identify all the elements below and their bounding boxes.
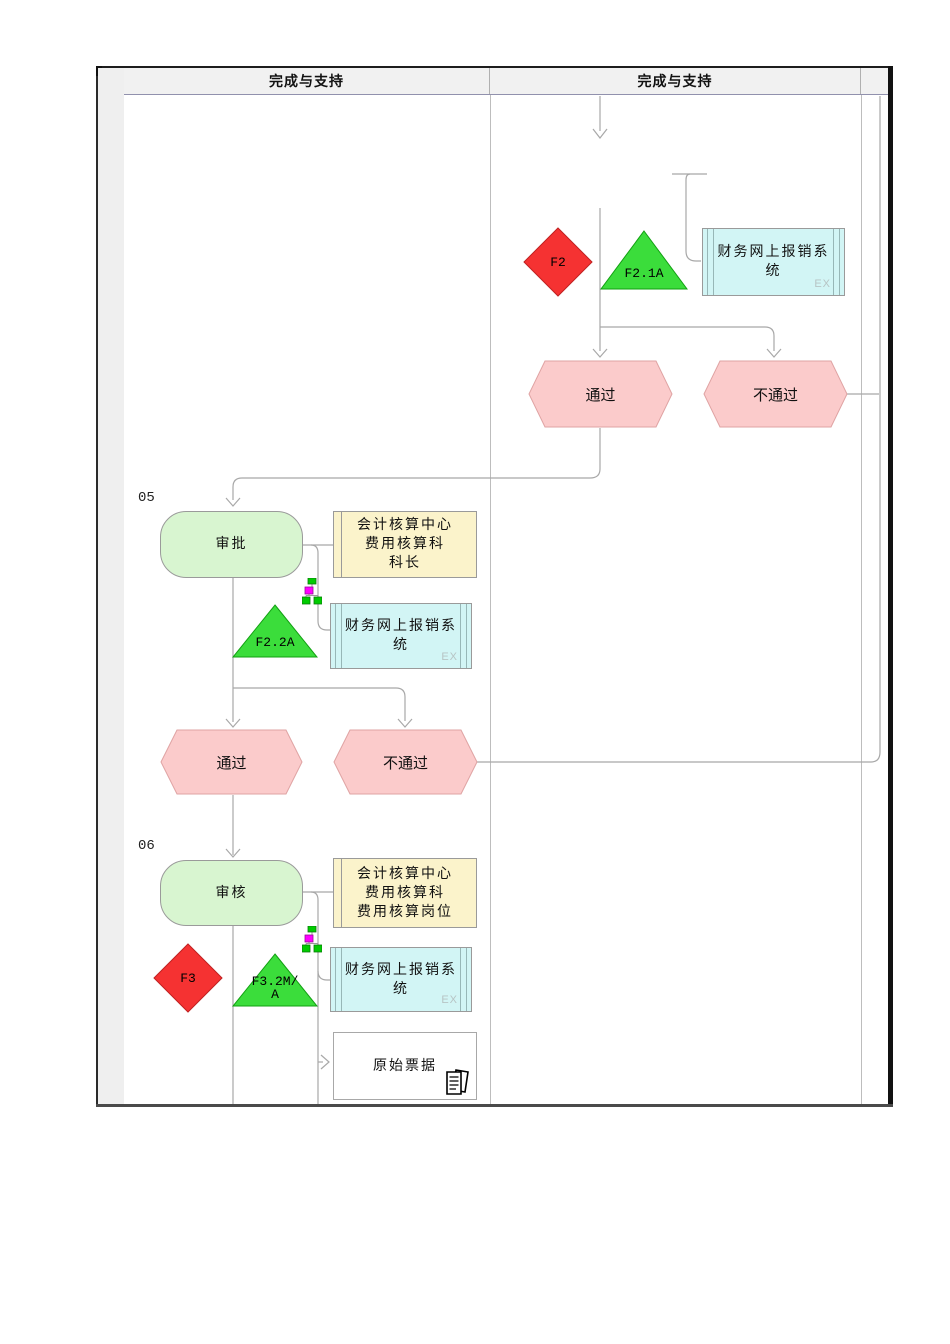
role-box-06[interactable]: 会计核算中心 费用核算科 费用核算岗位: [333, 858, 477, 928]
function-approve-05[interactable]: 审批: [160, 511, 303, 578]
system-box-2[interactable]: 财务网上报销系统 EX: [330, 603, 472, 669]
role-left-bar: [341, 859, 342, 927]
system-label: 财务网上报销系统: [345, 962, 457, 997]
lane-divider-2: [861, 95, 862, 1104]
hexagon-icon: [703, 360, 848, 428]
system-right-bar: [466, 948, 467, 1011]
control-label: F2.2A: [255, 634, 295, 650]
system-right-bar: [460, 948, 461, 1011]
role-label: 会计核算中心 费用核算科 科长: [357, 518, 453, 571]
event-fail-2[interactable]: 不通过: [333, 729, 478, 795]
step-number-06: 06: [138, 838, 155, 854]
role-label: 会计核算中心 费用核算科 费用核算岗位: [357, 866, 453, 920]
org-chart-icon: [302, 578, 322, 605]
control-label: F3.2M/A: [251, 974, 299, 1002]
control-label: F2.1A: [624, 265, 664, 281]
system-box-3[interactable]: 财务网上报销系统 EX: [330, 947, 472, 1012]
document-box[interactable]: 原始票据: [333, 1032, 477, 1100]
step-number-05: 05: [138, 490, 155, 506]
risk-diamond-f2[interactable]: F2: [523, 227, 593, 297]
system-right-bar: [833, 229, 834, 295]
control-triangle-f2-2a[interactable]: F2.2A: [232, 604, 318, 658]
diamond-icon: [523, 227, 593, 297]
ex-badge: EX: [441, 651, 458, 663]
hexagon-icon: [160, 729, 303, 795]
system-right-bar: [466, 604, 467, 668]
system-left-bar: [707, 229, 708, 295]
event-pass-2[interactable]: 通过: [160, 729, 303, 795]
org-chart-icon: [302, 926, 322, 953]
frame-bottom-border: [96, 1104, 893, 1107]
function-label: 审批: [215, 537, 248, 552]
event-fail-1[interactable]: 不通过: [703, 360, 848, 428]
ex-badge: EX: [814, 278, 831, 290]
function-review-06[interactable]: 审核: [160, 860, 303, 926]
lane-header-band: 完成与支持 完成与支持: [124, 68, 888, 95]
event-label: 不通过: [752, 387, 798, 404]
triangle-icon: [232, 953, 318, 1007]
lane-header-1: 完成与支持: [124, 68, 490, 94]
left-margin-lane: [98, 68, 124, 1104]
system-label: 财务网上报销系统: [717, 245, 830, 279]
system-right-bar: [839, 229, 840, 295]
event-pass-1[interactable]: 通过: [528, 360, 673, 428]
frame-right-border: [888, 66, 893, 1107]
frame-left-border: [96, 66, 98, 1107]
system-right-bar: [460, 604, 461, 668]
control-triangle-f3-2ma[interactable]: F3.2M/A: [232, 953, 318, 1007]
system-left-bar: [713, 229, 714, 295]
risk-label: F2: [550, 254, 566, 270]
frame-top-border: [96, 66, 893, 68]
function-label: 审核: [215, 885, 248, 901]
ex-badge: EX: [441, 994, 458, 1006]
lane-divider-1: [490, 95, 491, 1104]
role-left-bar: [341, 512, 342, 577]
risk-diamond-f3[interactable]: F3: [153, 943, 223, 1013]
document-label: 原始票据: [373, 1058, 437, 1074]
system-left-bar: [335, 948, 336, 1011]
system-left-bar: [335, 604, 336, 668]
control-triangle-f2-1a[interactable]: F2.1A: [600, 230, 688, 290]
system-label: 财务网上报销系统: [345, 619, 457, 653]
hexagon-icon: [528, 360, 673, 428]
triangle-icon: [232, 604, 318, 658]
system-box-1[interactable]: 财务网上报销系统 EX: [702, 228, 845, 296]
event-label: 通过: [585, 387, 616, 404]
event-label: 不通过: [382, 755, 428, 772]
system-left-bar: [341, 604, 342, 668]
document-icon: [446, 1069, 469, 1095]
lane-header-2: 完成与支持: [490, 68, 861, 94]
diamond-icon: [153, 943, 223, 1013]
event-label: 通过: [216, 755, 247, 772]
risk-label: F3: [180, 970, 196, 986]
hexagon-icon: [333, 729, 478, 795]
role-box-05[interactable]: 会计核算中心 费用核算科 科长: [333, 511, 477, 578]
system-left-bar: [341, 948, 342, 1011]
triangle-icon: [600, 230, 688, 290]
